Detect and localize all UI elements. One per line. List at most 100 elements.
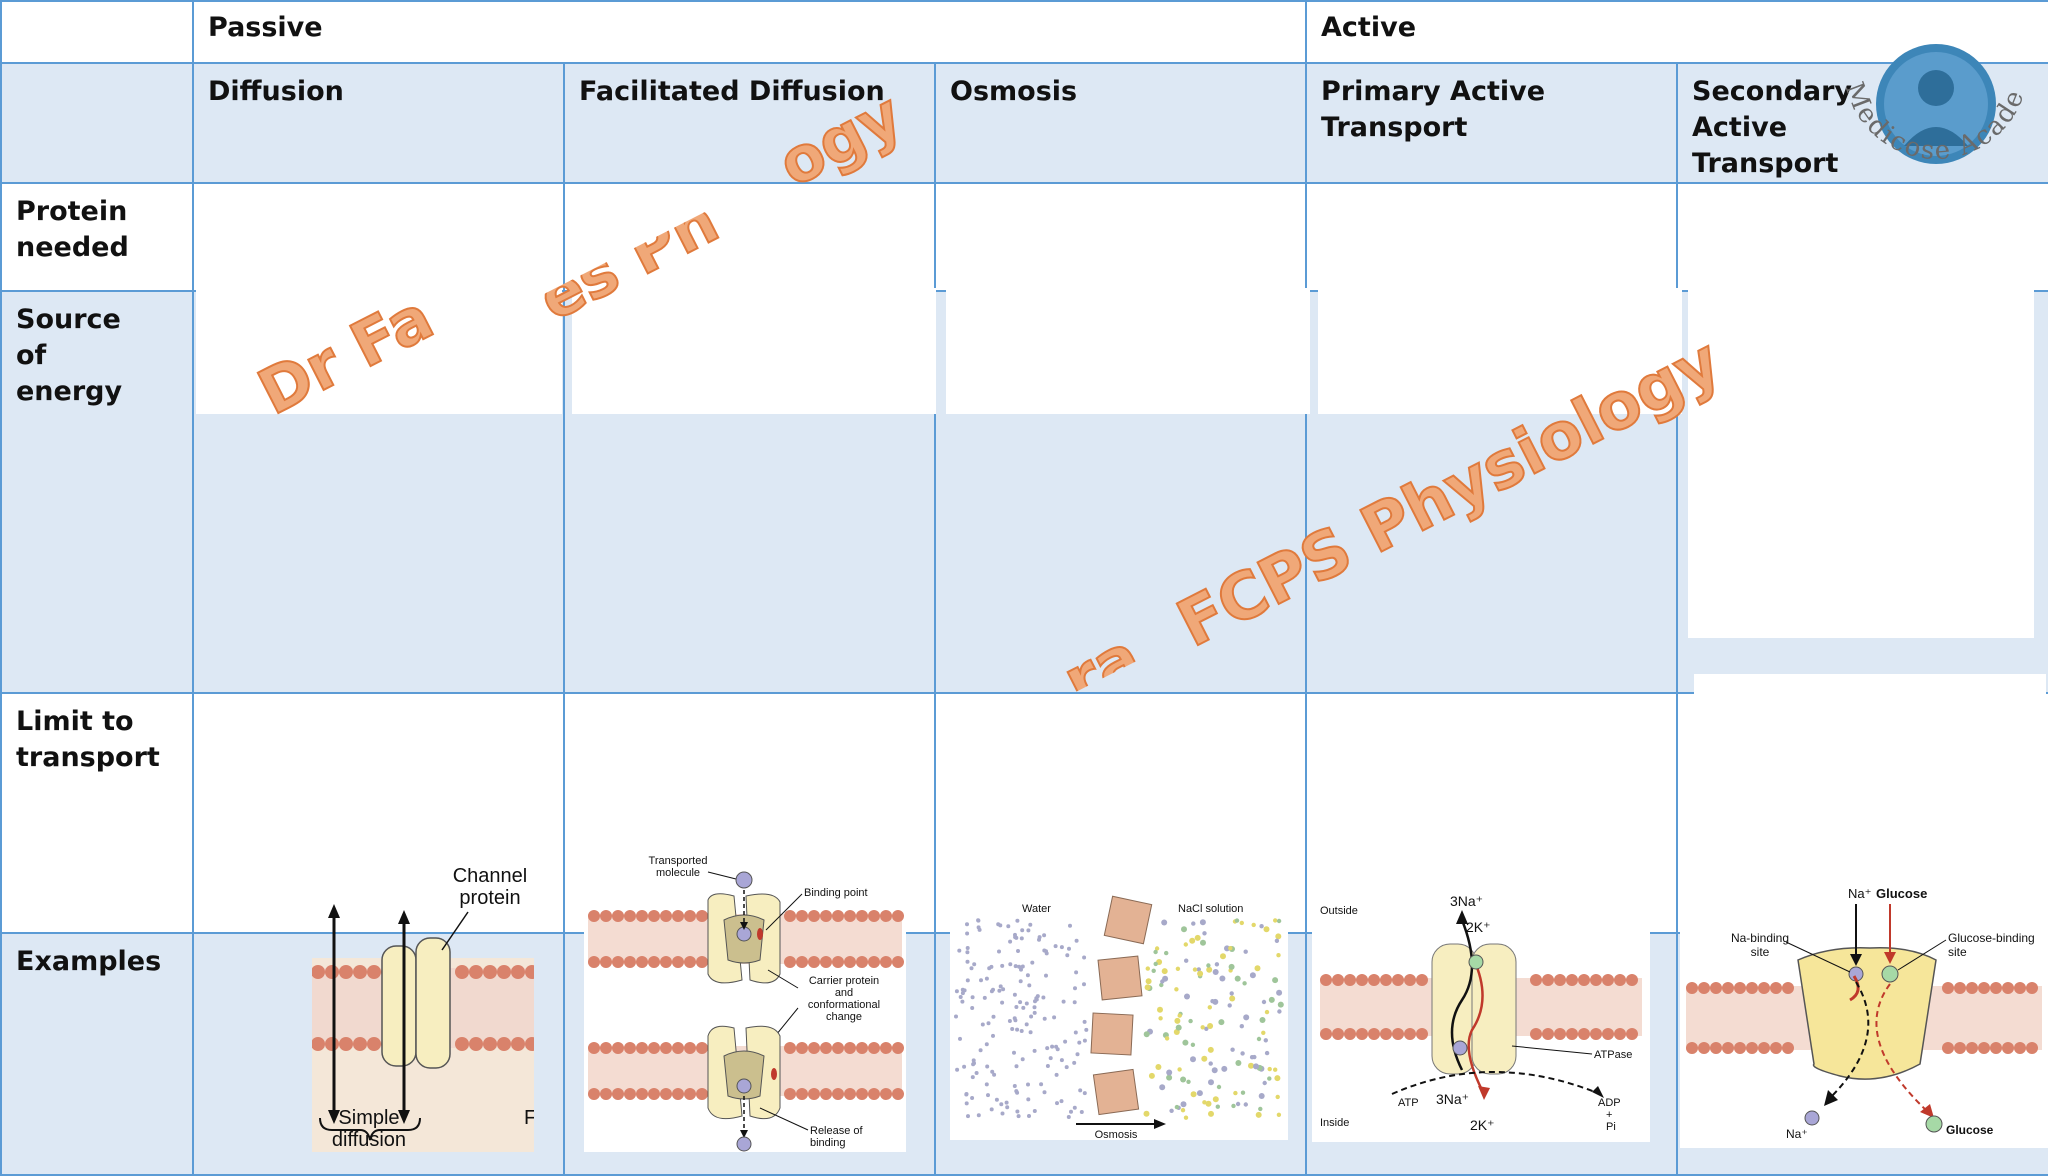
solute-particle (1251, 922, 1256, 928)
water-particle (958, 995, 963, 999)
solute-particle (1184, 993, 1190, 1000)
water-particle (1042, 948, 1047, 953)
solute-particle (1276, 918, 1282, 924)
energy-mask-4 (1318, 288, 1682, 414)
row-label-examples: Examples (16, 946, 162, 977)
solute-particle (1161, 968, 1168, 975)
solute-particle (1159, 1084, 1166, 1091)
water-particle (1008, 962, 1013, 967)
water-particle (1013, 935, 1018, 940)
solute-particle (1215, 1104, 1220, 1109)
solute-particle (1153, 949, 1158, 955)
cell-protein-3 (933, 182, 1308, 292)
figure-primary: Outside Inside 3Na⁺ 2K⁺ 3Na⁺ 2K⁺ ATPase … (1312, 880, 1650, 1142)
solute-particle (1206, 966, 1213, 973)
water-particle (1065, 953, 1070, 958)
cell-limit-1 (192, 692, 565, 934)
solute-particle (1199, 919, 1206, 926)
solute-particle (1210, 999, 1215, 1004)
water-particle (994, 1097, 999, 1102)
label-inside: Inside (1320, 1117, 1349, 1129)
water-particle (960, 987, 965, 992)
col-diffusion: Diffusion (192, 62, 565, 184)
col-facilitated-label: Facilitated Diffusion (579, 76, 885, 107)
water-particle (1021, 1005, 1026, 1010)
energy-mask-1 (196, 288, 562, 414)
solute-particle (1191, 921, 1196, 926)
water-particle (1077, 1040, 1082, 1045)
solute-particle (1273, 918, 1278, 923)
solute-particle (1164, 950, 1169, 956)
solute-particle (1159, 982, 1164, 988)
solute-particle (1231, 1103, 1236, 1109)
water-particle (1037, 937, 1041, 942)
solute-particle (1214, 962, 1220, 967)
water-particle (1000, 1111, 1005, 1116)
solute-particle (1227, 1003, 1232, 1008)
water-particle (1014, 1064, 1019, 1069)
solute-particle (1148, 1072, 1155, 1079)
solute-particle (1154, 946, 1160, 951)
solute-particle (1273, 1067, 1278, 1072)
solute-particle (1221, 1065, 1228, 1072)
cell-protein-4 (1305, 182, 1679, 292)
solute-particle (1207, 1046, 1214, 1053)
label-glucose-top: Glucose (1876, 886, 1927, 901)
water-particle (1072, 1000, 1077, 1005)
solute-particle (1169, 1108, 1174, 1113)
solute-particle (1183, 942, 1188, 947)
solute-particle (1277, 1001, 1284, 1008)
solute-particle (1155, 1064, 1162, 1070)
label-k-out: 2K⁺ (1466, 919, 1491, 935)
water-particle (991, 987, 995, 992)
water-particle (1028, 1030, 1033, 1035)
water-particle (964, 1092, 969, 1097)
solute-particle (1275, 1094, 1280, 1100)
solute-particle (1205, 1100, 1212, 1107)
label-cut: F (524, 1107, 534, 1129)
energy-mask-3 (946, 288, 1310, 414)
solute-particle (1219, 975, 1226, 982)
solute-particle (1202, 1100, 1207, 1105)
water-particle (1045, 1046, 1050, 1051)
water-particle (1005, 1105, 1010, 1110)
solute-particle (1190, 1056, 1196, 1063)
water-particle (986, 1093, 990, 1098)
water-particle (1016, 949, 1020, 953)
solute-particle (1143, 1031, 1150, 1038)
water-particle (984, 1082, 989, 1087)
solute-particle (1243, 949, 1248, 954)
water-particle (1059, 945, 1064, 950)
water-particle (966, 1114, 970, 1119)
solute-particle (1242, 981, 1247, 986)
header-row-group: Passive Active (0, 0, 2048, 64)
water-particle (1078, 1088, 1083, 1093)
water-particle (1026, 928, 1031, 933)
label-nacl: NaCl solution (1178, 903, 1243, 915)
solute-particle (1153, 961, 1158, 967)
limit-mask-5 (1694, 674, 2046, 868)
label-pi: Pi (1606, 1121, 1616, 1133)
corner-cell (0, 0, 194, 64)
water-particle (1044, 951, 1049, 956)
solute-particle (1259, 924, 1264, 929)
water-particle (1026, 1097, 1031, 1102)
solute-particle (1252, 1054, 1257, 1060)
solute-particle (1276, 1112, 1282, 1117)
water-particle (1012, 1084, 1017, 1088)
water-particle (998, 923, 1003, 928)
solute-particle (1184, 958, 1189, 963)
water-particle (1053, 944, 1058, 949)
passive-header: Passive (208, 12, 323, 43)
water-particle (970, 1006, 975, 1010)
water-particle (960, 991, 965, 996)
water-particle (1025, 973, 1030, 978)
label-binding: Binding point (804, 887, 868, 899)
water-particle (962, 1064, 967, 1069)
col-primary-label: Primary Active Transport (1321, 76, 1546, 143)
water-particle (1048, 1056, 1053, 1061)
